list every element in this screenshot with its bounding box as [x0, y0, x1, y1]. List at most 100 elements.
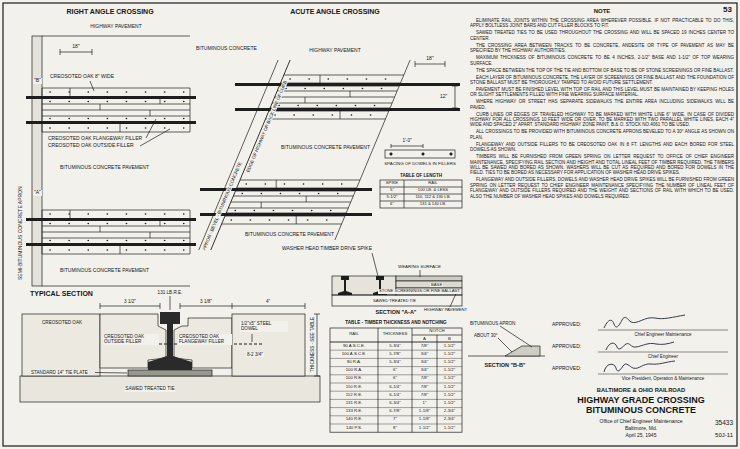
timber-table-grid [330, 328, 462, 432]
length-table-grid [380, 180, 462, 208]
acute-angle-plan [452, 108, 458, 109]
drawing-date: April 25, 1945 [626, 433, 657, 439]
section-a-a [396, 281, 462, 288]
dowel-spacing-detail [391, 144, 392, 148]
file-number: 50J-11 [715, 432, 733, 439]
note-paragraph: MAXIMUM THICKNESS OF BITUMINOUS CONCRETE… [470, 55, 734, 66]
typical-section [20, 296, 320, 402]
table-header: NOTCH [429, 329, 444, 334]
section-b-b [498, 338, 512, 352]
drawing-number: 35433 [715, 419, 733, 426]
timber-table-grid [330, 424, 462, 425]
acute-angle-plan [415, 61, 416, 67]
note-paragraph: ELIMINATE RAIL JOINTS WITHIN THE CROSSIN… [470, 18, 734, 29]
table-cell: 1-1/2" [444, 385, 455, 390]
length-table-grid [404, 180, 405, 208]
right-angle-plan [42, 36, 190, 37]
table-cell: 7/8" [421, 393, 429, 398]
timber-table-grid [437, 335, 438, 432]
area-label: HIGHWAY PAVEMENT [424, 308, 467, 313]
table-cell: 5-1/2" [386, 195, 397, 200]
length-table-grid [380, 180, 462, 208]
dowel-spacing-detail [385, 144, 455, 158]
table-header: A [423, 337, 426, 342]
table-header: RAIL [349, 332, 359, 337]
table-cell: 6-1/4" [389, 393, 400, 398]
table-cell: 6-1/4" [389, 385, 400, 390]
dowel-spacing-detail [423, 144, 424, 148]
approval-label: APPROVED: [552, 366, 581, 372]
part-label: BITUMINOUS APRON [470, 321, 515, 326]
table-cell: 1-1/2" [419, 426, 430, 431]
timber-table-grid [330, 399, 462, 400]
approval-label: APPROVED: [552, 322, 581, 328]
table-cell: 1-1/2" [444, 393, 455, 398]
table-cell: 5-3/4" [389, 360, 400, 365]
typical-section [20, 376, 320, 402]
table-cell: 2-3/4" [444, 409, 455, 414]
timber-table-grid [330, 391, 462, 392]
table-cell: 110, 112 & 130 LB. [415, 195, 450, 200]
table-cell: 90 A.S.C.E. [343, 344, 365, 349]
typical-section [314, 376, 320, 377]
table-cell: 3/4" [421, 368, 429, 373]
part-label: WASHER HEAD TIMBER DRIVE SPIKE [282, 246, 372, 252]
section-b-b [505, 346, 540, 356]
table-cell: 140 R.E. [346, 417, 363, 422]
section-a-a [332, 295, 462, 306]
table-cell: 131 & 140 LB. [420, 202, 447, 207]
dimension-label: 18" [72, 44, 79, 50]
typical-section [180, 303, 181, 309]
timber-table-grid [330, 350, 462, 351]
right-angle-plan [60, 52, 92, 53]
part-label: 1/2"x5" STEEL DOWEL [240, 321, 288, 332]
right-angle-plan [42, 286, 190, 287]
dowel-spacing-detail [450, 153, 452, 155]
dimension-label: ABOUT 30° [474, 333, 497, 338]
table-cell: 6" [393, 376, 397, 381]
dimension-label: 8-2 3/4" [246, 352, 264, 357]
dowel-spacing-detail [422, 153, 424, 155]
dimension-label: 3 1/8" [200, 299, 212, 304]
note-paragraph: EACH LAYER OF BITUMINOUS CONCRETE, THE L… [470, 75, 734, 86]
signatory-title: Vice President, Operation & Maintenance [622, 376, 704, 381]
table-title: TABLE - TIMBER THICKNESS AND NOTCHING [345, 320, 446, 325]
table-cell: 100 LB. & LESS [418, 188, 448, 193]
table-cell: 1-1/8" [419, 409, 430, 414]
table-cell: 2-3/4" [444, 417, 455, 422]
right-angle-plan [90, 81, 94, 91]
section-marker: "A" [33, 190, 42, 196]
table-header: RAIL [428, 181, 437, 186]
notes-heading: NOTE [594, 8, 611, 15]
signatory-title: Chief Engineer [648, 354, 678, 359]
part-label: 131 LB.R.E. [158, 290, 183, 295]
typical-section [170, 296, 171, 310]
approval-lines [598, 352, 728, 353]
timber-table-grid [378, 328, 379, 432]
section-a-a [338, 276, 352, 295]
typical-section [22, 314, 100, 376]
typical-section [252, 334, 253, 342]
part-label: SAWED TREATED TIE [372, 299, 417, 304]
acute-angle-plan [452, 86, 458, 87]
railroad-name: BALTIMORE & OHIO RAILROAD [597, 387, 685, 394]
figure-caption: SPACING OF DOWELS IN FILLERS [384, 161, 456, 166]
typical-section [317, 314, 318, 376]
table-cell: 1-1/2" [444, 376, 455, 381]
section-title: SECTION "B-B" [485, 362, 526, 368]
note-paragraph: WHERE HIGHWAY OR STREET HAS SEPARATE SID… [470, 99, 734, 110]
typical-section [100, 306, 160, 307]
note-paragraph: THE CROSSING AREA BETWEEN TRACKS TO BE C… [470, 43, 734, 54]
table-cell: 6" [390, 202, 394, 207]
typical-section [180, 306, 232, 307]
part-label: CREOSOTED OAK 8" WIDE [50, 74, 114, 80]
acute-angle-plan [199, 60, 460, 276]
edge-label: EDGE OF HIGHWAY OR BACK LINE OF CURB [245, 79, 289, 174]
area-label: SEMI-BITUMINOUS CONCRETE APRON [18, 186, 24, 280]
table-cell: 6" [393, 368, 397, 373]
table-cell: 6-3/4" [389, 401, 400, 406]
table-cell: 7/8" [421, 376, 429, 381]
table-cell: 1-1/2" [444, 352, 455, 357]
